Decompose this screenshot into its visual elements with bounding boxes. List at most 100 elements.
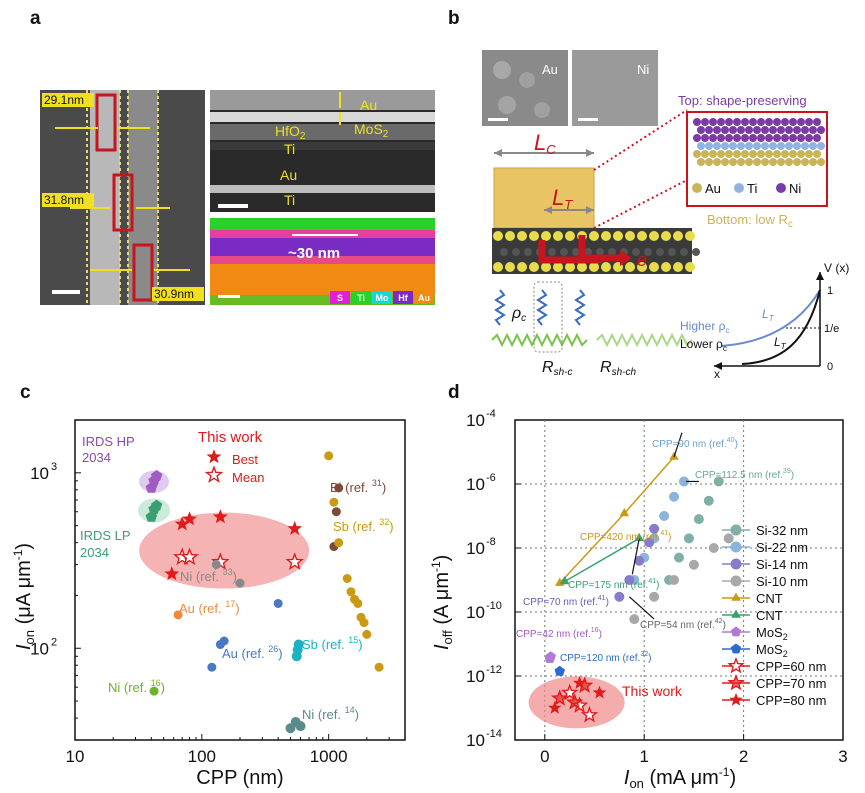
d-legend-marker	[727, 673, 745, 691]
c-data-point	[293, 639, 304, 650]
d-data-point	[572, 675, 587, 689]
lt-label: LT	[552, 185, 573, 212]
c-data-point	[342, 573, 352, 583]
d-xtick-label: 3	[838, 747, 847, 766]
eds-legend-label: Au	[418, 293, 430, 303]
c-data-point	[346, 587, 356, 597]
c-xlabel: CPP (nm)	[196, 767, 283, 789]
v-one: 1	[827, 285, 833, 297]
c-data-point	[295, 721, 306, 732]
c-ylabel: Ion (μA μm-1)	[11, 543, 37, 650]
d-data-point	[554, 665, 565, 676]
c-data-point	[334, 538, 344, 548]
c-data-point	[173, 610, 183, 620]
d-ytick-label: 10	[466, 475, 485, 494]
d-data-point	[693, 514, 704, 525]
c-data-point	[362, 629, 372, 639]
d-data-point	[669, 575, 680, 585]
d-legend-label: CPP=70 nm	[756, 676, 826, 691]
panel-c-letter: c	[20, 382, 31, 403]
electron-label: e	[637, 250, 647, 270]
c-data-point	[212, 509, 228, 524]
c-point-label: Bi (ref. 31)	[330, 478, 386, 495]
stack-au-bottom: Au	[280, 167, 297, 183]
d-legend-marker	[730, 524, 742, 536]
c-data-point	[207, 662, 217, 672]
rsh-c-label: Rsh-c	[542, 359, 572, 378]
d-legend-marker	[730, 541, 742, 553]
v-zero: 0	[827, 361, 833, 373]
legend-mean-marker	[204, 465, 224, 483]
d-legend-label: CNT	[756, 608, 783, 623]
d-data-point	[659, 511, 670, 521]
atom-legend-label: Ni	[789, 181, 801, 196]
d-data-point	[550, 689, 569, 706]
d-ytick-exponent: -14	[486, 728, 502, 740]
c-data-point	[149, 686, 159, 696]
d-data-point	[674, 552, 684, 563]
d-data-point	[649, 591, 660, 602]
x-label: x	[714, 367, 720, 380]
d-legend-label: CPP=80 nm	[756, 693, 826, 708]
c-data-point	[174, 516, 190, 531]
c-point-label: Sb (ref. 15)	[302, 635, 363, 652]
eds-legend-swatch	[372, 291, 392, 304]
stack-ti-top: Ti	[284, 141, 295, 157]
d-ylabel: Ioff (A μm-1)	[430, 555, 455, 650]
c-point-label: Ni (ref. 33)	[180, 567, 237, 584]
measurement-1: 29.1nm	[44, 93, 84, 107]
d-legend-marker	[731, 609, 741, 618]
v-label: V (x)	[824, 261, 849, 275]
d-data-point	[634, 532, 644, 542]
d-this-work: This work	[622, 683, 683, 699]
c-point-label: Au (ref. 26)	[222, 644, 283, 661]
d-data-point	[548, 700, 562, 714]
lt-lower: LT	[774, 335, 787, 351]
d-cpp-label: CPP=70 nm (ref.41)	[523, 595, 609, 608]
c-xtick-label: 10	[66, 747, 85, 766]
c-data-point	[235, 578, 245, 588]
d-ytick-label: 10	[466, 667, 485, 686]
c-data-point	[353, 598, 363, 608]
c-ytick-exponent: 3	[51, 461, 57, 473]
c-data-point	[211, 560, 221, 570]
c-data-point	[374, 662, 384, 672]
legend-best-marker	[206, 449, 222, 464]
d-data-point	[559, 576, 570, 585]
rsh-ch-label: Rsh-ch	[600, 359, 636, 378]
d-legend-marker	[730, 643, 742, 654]
d-cpp-label: CPP=420 nm (ref.41)	[580, 530, 671, 543]
d-ytick-exponent: -8	[486, 536, 496, 548]
stack-hfo2: HfO2	[275, 123, 306, 142]
d-xtick-label: 2	[739, 747, 748, 766]
d-xtick-label: 1	[639, 747, 648, 766]
d-data-point	[708, 543, 719, 553]
d-legend-label: CPP=60 nm	[756, 659, 826, 674]
c-data-point	[324, 451, 334, 461]
c-ytick-label: 10	[30, 464, 49, 483]
d-data-point	[624, 575, 635, 585]
d-data-point	[683, 533, 694, 544]
c-data-point	[164, 566, 180, 581]
d-data-point	[678, 476, 689, 487]
c-data-point	[150, 469, 163, 481]
stack-mos2: MoS2	[354, 121, 389, 140]
eds-legend-swatch	[330, 291, 350, 304]
measurement-2: 31.8nm	[44, 193, 84, 207]
sem-label-au: Au	[542, 62, 558, 77]
panel-a-figure: 29.1nm 31.8nm 30.9nm Au HfO2 MoS2 Ti Au …	[40, 90, 435, 305]
d-legend-marker	[731, 592, 741, 601]
eds-legend-swatch	[414, 291, 434, 304]
eds-legend-swatch	[393, 291, 413, 304]
d-cpp-label: CPP=120 nm (ref.32)	[560, 651, 651, 664]
d-xtick-label: 0	[540, 747, 549, 766]
irds-hp-label-2: 2034	[82, 450, 111, 465]
irds-hp-label-1: IRDS HP	[82, 434, 135, 449]
c-ytick-exponent: 2	[51, 636, 57, 648]
stack-ti-bottom: Ti	[284, 192, 295, 208]
c-data-point	[219, 636, 229, 646]
irds-lp-label-1: IRDS LP	[80, 528, 131, 543]
